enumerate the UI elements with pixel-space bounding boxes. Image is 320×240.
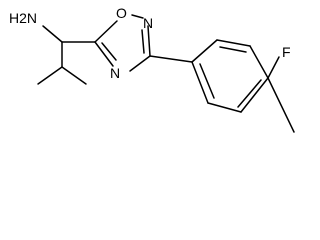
oxadiazole-ring xyxy=(94,14,151,72)
nitrogen-2-label: N xyxy=(143,15,153,31)
bond-ar-1-2 xyxy=(191,39,218,63)
bond-ar-3-4 xyxy=(249,45,269,79)
bond-ar-5-6 xyxy=(207,102,242,113)
bond-ar-methyl xyxy=(267,77,295,133)
side-chain xyxy=(37,25,96,85)
bond-ch-methyl-1 xyxy=(37,66,63,85)
fluorine-label: F xyxy=(282,44,291,60)
bond-c3-n4 xyxy=(129,55,151,72)
bond-ar-6-1 xyxy=(191,61,209,104)
bond-ar-fluorine xyxy=(267,56,280,79)
bond-n2-c3-b xyxy=(141,29,145,54)
bond-ch-methyl-2 xyxy=(61,66,87,85)
bond-ar-2-3 xyxy=(216,39,251,47)
nitrogen-4-label: N xyxy=(110,65,120,81)
bond-ar-4-5 xyxy=(240,77,269,113)
amine-label: H2N xyxy=(9,10,37,26)
bond-n2-c3-a xyxy=(147,25,151,57)
phenyl-ring xyxy=(191,39,269,113)
bond-c3-aryl xyxy=(149,55,193,63)
bond-c5-o1 xyxy=(94,20,118,43)
molecule-structure: H2N O N N F xyxy=(9,5,295,133)
bond-ar-2-3-inner xyxy=(219,46,247,53)
bond-o1-n2 xyxy=(131,14,144,19)
bond-ar-6-1-inner xyxy=(199,63,215,99)
bond-n4-c5-a xyxy=(94,41,114,67)
bond-nh2-c xyxy=(42,25,63,43)
bond-ar-4-5-inner xyxy=(237,79,262,108)
oxygen-label: O xyxy=(116,5,127,21)
bond-n4-c5-b xyxy=(101,42,117,61)
